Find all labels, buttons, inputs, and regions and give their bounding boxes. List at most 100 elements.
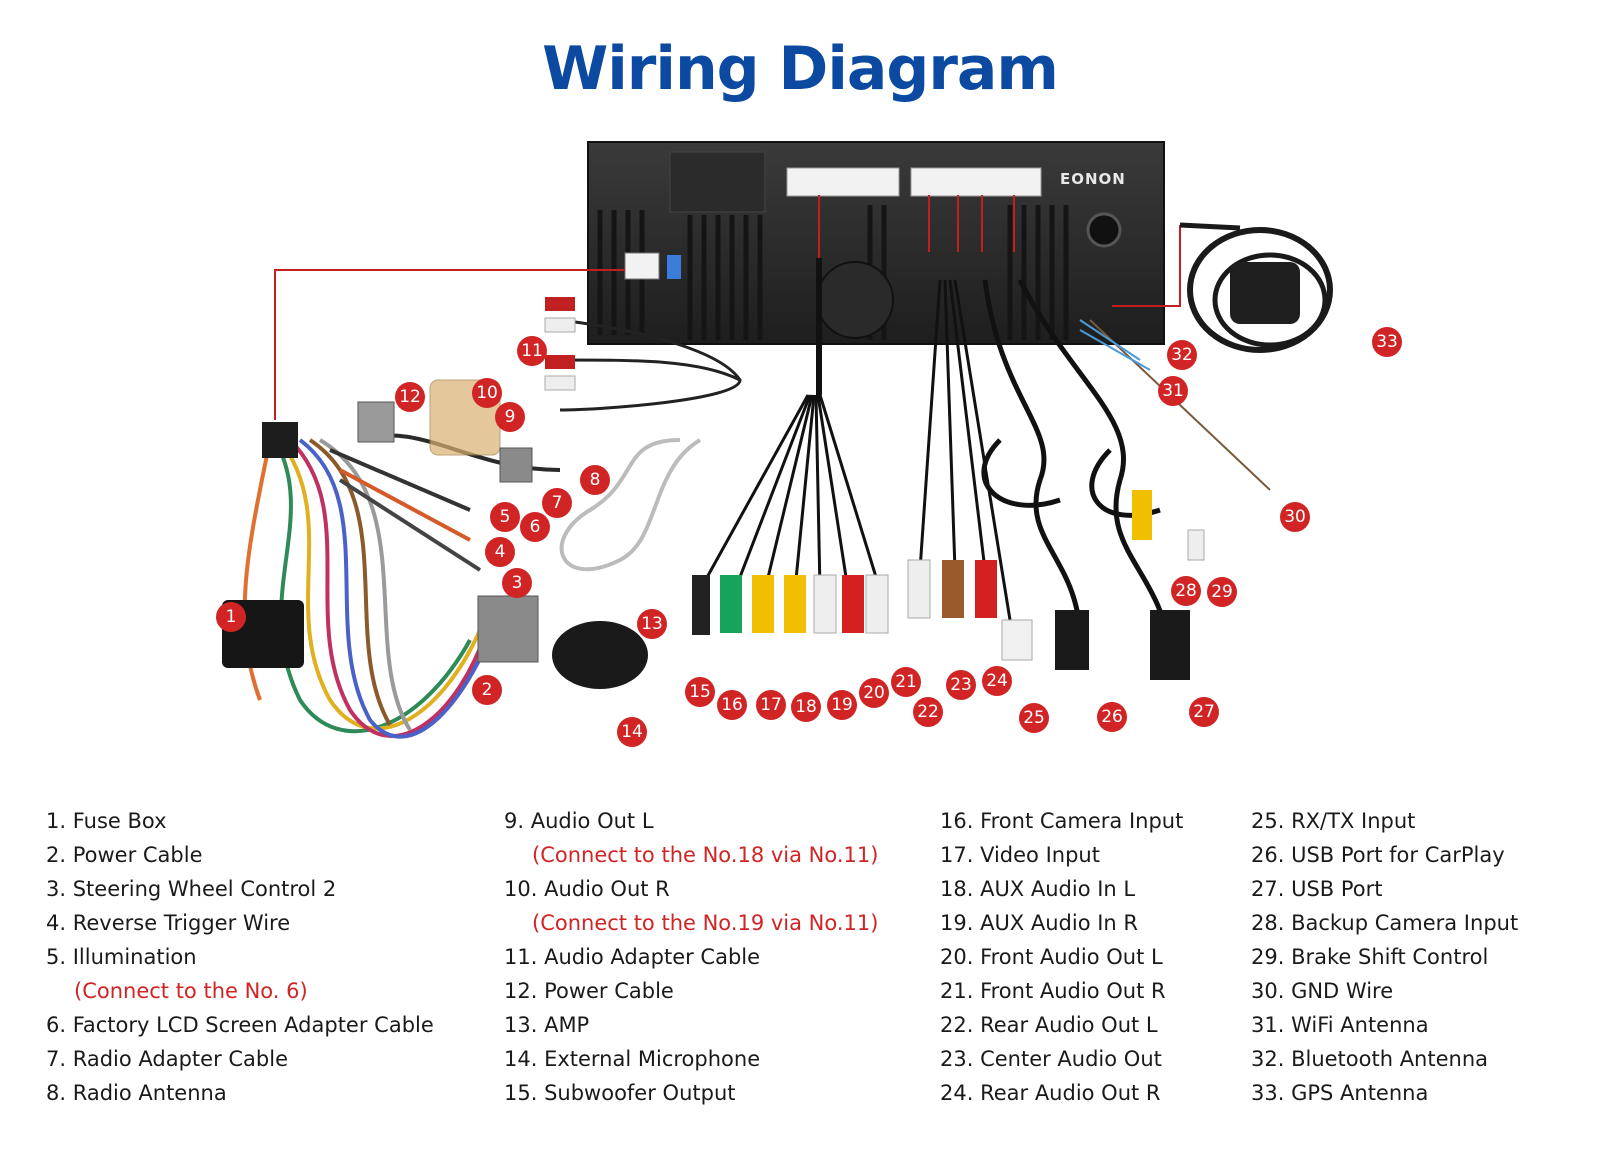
svg-text:3: 3: [512, 573, 523, 593]
svg-text:33: 33: [1376, 332, 1398, 352]
svg-text:13: 13: [641, 614, 663, 634]
legend-item: 29. Brake Shift Control: [1251, 945, 1489, 969]
badge: 25: [1019, 703, 1049, 733]
svg-text:10: 10: [476, 383, 498, 403]
svg-text:25: 25: [1023, 708, 1045, 728]
legend-note: (Connect to the No. 6): [74, 979, 308, 1003]
badge: 29: [1207, 577, 1237, 607]
svg-text:16: 16: [721, 695, 743, 715]
legend-item: 19. AUX Audio In R: [940, 911, 1139, 935]
legend-column-3: 16. Front Camera Input 17. Video Input 1…: [940, 804, 1183, 1110]
badge: 6: [520, 512, 550, 542]
badge: 28: [1171, 576, 1201, 606]
legend-item: 24. Rear Audio Out R: [940, 1081, 1161, 1105]
badge: 21: [891, 667, 921, 697]
power-plug: [477, 595, 539, 663]
svg-text:4: 4: [495, 542, 506, 562]
legend-item: 31. WiFi Antenna: [1251, 1013, 1429, 1037]
svg-text:17: 17: [760, 695, 782, 715]
legend-item: 12. Power Cable: [504, 979, 674, 1003]
badge: 20: [859, 678, 889, 708]
badge: 19: [827, 690, 857, 720]
callout-badges: 1 2 3 4 5 6 7 8 9 10 11 12 13 14 15 16 1…: [216, 327, 1402, 747]
legend-item: 27. USB Port: [1251, 877, 1383, 901]
legend-item: 20. Front Audio Out L: [940, 945, 1163, 969]
legend-item: 18. AUX Audio In L: [940, 877, 1136, 901]
svg-text:9: 9: [505, 407, 516, 427]
legend-item: 5. Illumination: [46, 945, 197, 969]
badge: 1: [216, 602, 246, 632]
legend-item: 13. AMP: [504, 1013, 590, 1037]
badge: 11: [517, 336, 547, 366]
legend-item: 14. External Microphone: [504, 1047, 761, 1071]
legend-item: 3. Steering Wheel Control 2: [46, 877, 337, 901]
svg-text:24: 24: [986, 671, 1008, 691]
svg-text:23: 23: [950, 675, 972, 695]
badge: 30: [1280, 502, 1310, 532]
main-harness: [242, 433, 561, 739]
badge: 26: [1097, 702, 1127, 732]
badge: 24: [982, 666, 1012, 696]
badge: 16: [717, 690, 747, 720]
svg-text:7: 7: [552, 493, 563, 513]
badge: 9: [495, 402, 525, 432]
legend-item: 1. Fuse Box: [46, 809, 167, 833]
legend-item: 16. Front Camera Input: [940, 809, 1184, 833]
legend-item: 28. Backup Camera Input: [1251, 911, 1519, 935]
badge: 13: [637, 609, 667, 639]
legend-item: 10. Audio Out R: [504, 877, 670, 901]
legend-column-2: 9. Audio Out L (Connect to the No.18 via…: [504, 804, 878, 1110]
svg-text:11: 11: [521, 341, 543, 361]
badge: 12: [395, 382, 425, 412]
badge: 15: [685, 677, 715, 707]
svg-text:19: 19: [831, 695, 853, 715]
antenna-wires: [1079, 319, 1271, 491]
legend-column-1: 1. Fuse Box 2. Power Cable 3. Steering W…: [46, 804, 434, 1110]
legend-note: (Connect to the No.19 via No.11): [532, 911, 879, 935]
legend-item: 4. Reverse Trigger Wire: [46, 911, 291, 935]
badge: 7: [542, 488, 572, 518]
badge: 27: [1189, 697, 1219, 727]
badge: 33: [1372, 327, 1402, 357]
legend-item: 11. Audio Adapter Cable: [504, 945, 761, 969]
legend-item: 26. USB Port for CarPlay: [1251, 843, 1505, 867]
svg-text:15: 15: [689, 682, 711, 702]
legend-item: 22. Rear Audio Out L: [940, 1013, 1158, 1037]
svg-text:26: 26: [1101, 707, 1123, 727]
badge: 5: [490, 502, 520, 532]
badge: 10: [472, 378, 502, 408]
svg-text:27: 27: [1193, 702, 1215, 722]
external-microphone: [552, 621, 648, 689]
legend-item: 7. Radio Adapter Cable: [46, 1047, 289, 1071]
svg-text:29: 29: [1211, 582, 1233, 602]
badge: 23: [946, 670, 976, 700]
badge: 18: [791, 692, 821, 722]
legend-item: 21. Front Audio Out R: [940, 979, 1166, 1003]
svg-text:32: 32: [1171, 345, 1193, 365]
legend-item: 30. GND Wire: [1251, 979, 1394, 1003]
rca-bundle: [698, 258, 882, 591]
badge: 8: [580, 465, 610, 495]
legend-column-4: 25. RX/TX Input 26. USB Port for CarPlay…: [1251, 804, 1518, 1110]
legend-item: 9. Audio Out L: [504, 809, 654, 833]
legend-item: 8. Radio Antenna: [46, 1081, 227, 1105]
badge: 2: [472, 675, 502, 705]
legend-item: 15. Subwoofer Output: [504, 1081, 736, 1105]
brand-logo: EONON: [1060, 170, 1126, 188]
legend-item: 32. Bluetooth Antenna: [1251, 1047, 1489, 1071]
page-title: Wiring Diagram: [542, 34, 1059, 104]
gps-antenna: [1179, 222, 1333, 353]
badge: 22: [913, 697, 943, 727]
wiring-illustration: EONON: [216, 141, 1402, 747]
legend-item: 33. GPS Antenna: [1251, 1081, 1429, 1105]
badge: 31: [1158, 376, 1188, 406]
svg-text:18: 18: [795, 697, 817, 717]
legend-item: 17. Video Input: [940, 843, 1100, 867]
svg-text:5: 5: [500, 507, 511, 527]
svg-text:8: 8: [590, 470, 601, 490]
svg-text:28: 28: [1175, 581, 1197, 601]
badge: 14: [617, 717, 647, 747]
connector-pointers: [274, 195, 1181, 420]
harness-plug: [262, 422, 298, 458]
badge: 17: [756, 690, 786, 720]
